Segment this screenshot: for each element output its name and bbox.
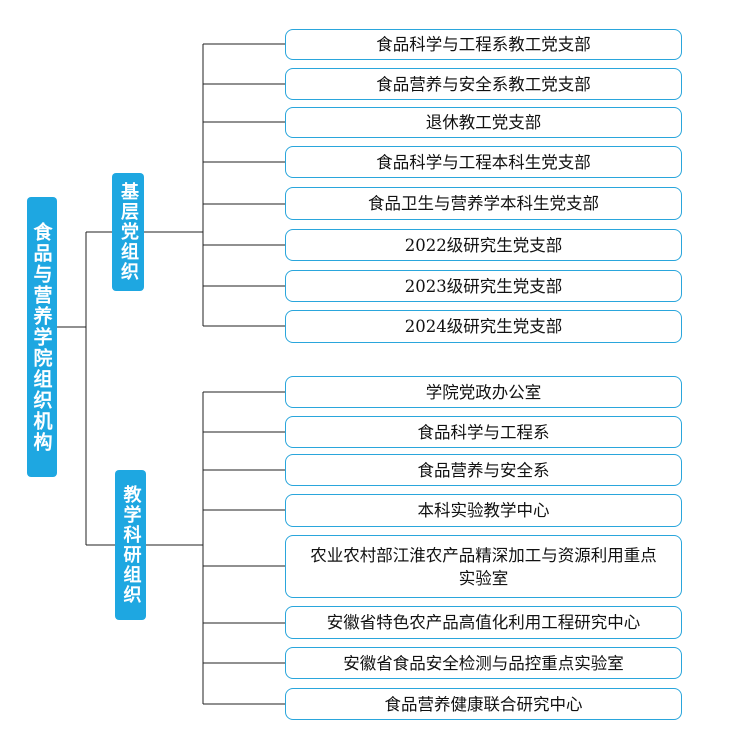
org-node: 农业农村部江淮农产品精深加工与资源利用重点实验室	[285, 535, 682, 598]
category-label: 教学科研组织	[120, 485, 142, 605]
org-node: 2024级研究生党支部	[285, 310, 682, 343]
category-label: 基层党组织	[118, 182, 139, 282]
org-node-label: 安徽省食品安全检测与品控重点实验室	[343, 653, 624, 673]
org-node: 安徽省特色农产品高值化利用工程研究中心	[285, 606, 682, 639]
org-node-label: 退休教工党支部	[425, 113, 542, 132]
org-node-label: 食品营养与安全系	[417, 460, 550, 480]
org-node-label: 2022级研究生党支部	[404, 235, 563, 255]
org-node: 安徽省食品安全检测与品控重点实验室	[285, 647, 682, 679]
org-node: 本科实验教学中心	[285, 494, 682, 527]
org-node: 食品科学与工程系教工党支部	[285, 29, 682, 60]
org-node: 退休教工党支部	[285, 107, 682, 138]
org-node: 食品科学与工程本科生党支部	[285, 146, 682, 178]
org-node-label: 安徽省特色农产品高值化利用工程研究中心	[326, 613, 641, 632]
org-node-label: 食品卫生与营养学本科生党支部	[368, 194, 599, 213]
category-party-organization: 基层党组织	[112, 173, 144, 291]
org-node-label: 食品科学与工程系	[417, 422, 550, 442]
org-node: 食品营养健康联合研究中心	[285, 688, 682, 720]
org-node-label: 2023级研究生党支部	[404, 276, 563, 296]
org-node-label: 2024级研究生党支部	[404, 317, 563, 336]
org-node: 2023级研究生党支部	[285, 270, 682, 302]
org-node: 食品科学与工程系	[285, 416, 682, 448]
org-node: 食品营养与安全系教工党支部	[285, 68, 682, 100]
root-node: 食品与营养学院组织机构	[27, 197, 57, 477]
org-node: 食品营养与安全系	[285, 454, 682, 486]
org-node: 2022级研究生党支部	[285, 229, 682, 261]
org-node-label: 食品营养与安全系教工党支部	[376, 74, 591, 94]
org-node-label: 食品科学与工程本科生党支部	[376, 152, 591, 172]
org-node-label: 本科实验教学中心	[417, 501, 550, 520]
org-node-label: 农业农村部江淮农产品精深加工与资源利用重点实验室	[310, 545, 657, 588]
root-label: 食品与营养学院组织机构	[30, 221, 53, 453]
org-node-label: 食品营养健康联合研究中心	[384, 694, 583, 714]
org-node: 学院党政办公室	[285, 376, 682, 408]
category-teaching-research: 教学科研组织	[115, 470, 146, 620]
org-node-label: 食品科学与工程系教工党支部	[376, 35, 591, 54]
org-node: 食品卫生与营养学本科生党支部	[285, 187, 682, 220]
org-node-label: 学院党政办公室	[425, 382, 542, 402]
